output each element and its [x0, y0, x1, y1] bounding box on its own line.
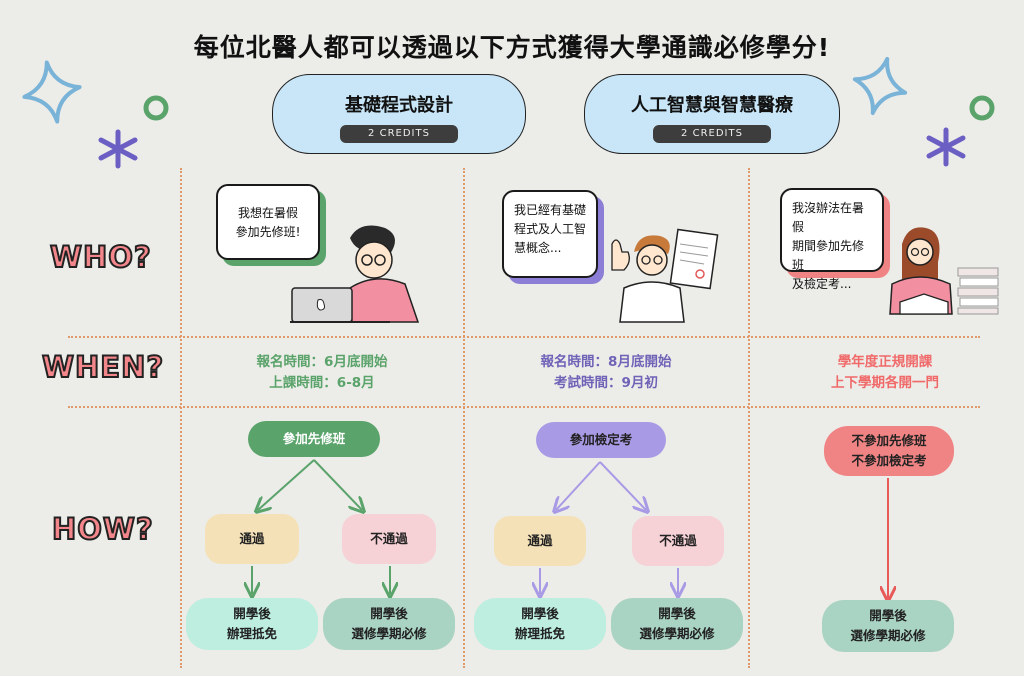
bubble-line: 我沒辦法在暑假 [792, 201, 865, 234]
bubble-line: 程式及人工智 [514, 222, 587, 236]
row-divider [68, 406, 980, 408]
column-divider [748, 168, 750, 668]
row-label-how: HOW? [51, 511, 154, 547]
person-thumbs-up-icon [611, 228, 719, 323]
result-credit-waiver: 開學後 辦理抵免 [186, 598, 318, 650]
result-line: 辦理抵免 [226, 626, 277, 641]
course-name: 基礎程式設計 [345, 95, 453, 116]
when-line: 上下學期各開一門 [831, 375, 939, 391]
result-line: 選修學期必修 [351, 626, 427, 641]
when-line: 學年度正規開課 [837, 354, 933, 370]
bubble-line: 我已經有基礎 [514, 203, 587, 217]
result-take-course: 開學後 選修學期必修 [323, 598, 455, 650]
result-line: 辦理抵免 [514, 626, 565, 641]
bubble-line: 參加先修班! [235, 225, 301, 239]
circle-icon [969, 95, 995, 121]
speech-bubble-3: 我沒辦法在暑假 期間參加先修班 及檢定考... [780, 188, 884, 291]
page-title: 每位北醫人都可以透過以下方式獲得大學通識必修學分! [193, 33, 831, 62]
result-line: 開學後 [370, 606, 408, 621]
column-divider [180, 168, 182, 668]
result-take-course: 開學後 選修學期必修 [822, 600, 954, 652]
row-divider [68, 336, 980, 338]
step-take-exam: 參加檢定考 [536, 422, 666, 458]
step-regular-course: 不參加先修班 不參加檢定考 [824, 426, 954, 476]
course-name: 人工智慧與智慧醫療 [631, 95, 793, 116]
when-line: 考試時間：9月初 [554, 375, 658, 391]
result-line: 選修學期必修 [850, 628, 926, 643]
when-line: 上課時間：6-8月 [269, 375, 375, 391]
result-line: 開學後 [869, 608, 907, 623]
when-line: 報名時間：6月底開始 [256, 354, 388, 370]
result-line: 開學後 [521, 606, 559, 621]
speech-bubble-2: 我已經有基礎 程式及人工智 慧概念... [502, 190, 598, 278]
step-attend-prep-class: 參加先修班 [248, 421, 380, 457]
column-divider [463, 168, 465, 668]
person-reading-icon [889, 227, 999, 315]
outcome-pass: 通過 [205, 514, 299, 564]
bubble-line: 期間參加先修班 [792, 239, 865, 272]
result-line: 選修學期必修 [639, 626, 715, 641]
bubble-line: 及檢定考... [792, 277, 852, 291]
asterisk-icon [98, 129, 138, 169]
when-col-1: 報名時間：6月底開始 上課時間：6-8月 [181, 352, 463, 394]
result-credit-waiver: 開學後 辦理抵免 [474, 598, 606, 650]
step-line: 不參加檢定考 [851, 453, 927, 468]
result-line: 開學後 [658, 606, 696, 621]
credit-badge: 2 CREDITS [340, 125, 458, 143]
row-label-when: WHEN? [41, 349, 165, 385]
credit-badge: 2 CREDITS [653, 125, 771, 143]
speech-bubble-1: 我想在暑假 參加先修班! [216, 184, 320, 260]
sparkle-icon [852, 56, 908, 116]
bubble-line: 慧概念... [514, 241, 562, 255]
outcome-fail: 不通過 [342, 514, 436, 564]
sparkle-icon [22, 60, 82, 124]
result-line: 開學後 [233, 606, 271, 621]
result-take-course: 開學後 選修學期必修 [611, 598, 743, 650]
course-card-programming: 基礎程式設計 2 CREDITS [272, 74, 526, 154]
bubble-line: 我想在暑假 [237, 206, 298, 220]
course-card-ai: 人工智慧與智慧醫療 2 CREDITS [584, 74, 840, 154]
step-line: 不參加先修班 [851, 433, 927, 448]
circle-icon [143, 95, 169, 121]
when-col-2: 報名時間：8月底開始 考試時間：9月初 [464, 352, 748, 394]
outcome-pass: 通過 [494, 516, 586, 566]
asterisk-icon [926, 127, 966, 167]
when-col-3: 學年度正規開課 上下學期各開一門 [750, 352, 1020, 394]
outcome-fail: 不通過 [632, 516, 724, 566]
row-label-who: WHO? [49, 239, 152, 275]
when-line: 報名時間：8月底開始 [540, 354, 672, 370]
person-laptop-icon [290, 225, 420, 323]
